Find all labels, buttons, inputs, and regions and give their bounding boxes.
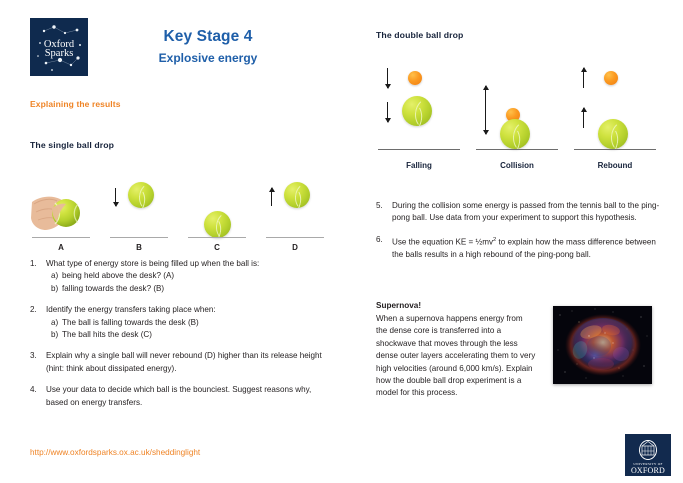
oxford-university-logo: UNIVERSITY OF OXFORD	[625, 434, 671, 476]
page-title: Key Stage 4	[163, 28, 253, 45]
sub-letter: a)	[51, 317, 59, 327]
arrow-down-icon	[384, 102, 391, 123]
arrow-down-icon	[384, 68, 391, 89]
supernova-body: When a supernova happens energy from the…	[376, 314, 536, 398]
tennis-ball	[598, 119, 628, 149]
single-stage-a: A	[28, 160, 94, 252]
question-item: 3. Explain why a single ball will never …	[30, 350, 330, 375]
single-stage-b: B	[106, 160, 172, 252]
single-stage-label-a: A	[58, 243, 64, 252]
question-number: 1.	[30, 259, 37, 268]
question-text: What type of energy store is being fille…	[46, 259, 260, 268]
question-item: 6. Use the equation KE = ½mv2 to explain…	[376, 234, 666, 262]
question-sub: a)The ball is falling towards the desk (…	[46, 317, 330, 329]
question-number: 5.	[376, 201, 383, 210]
double-stage-collision: Collision	[474, 48, 560, 170]
tennis-ball	[128, 182, 154, 208]
question-number: 2.	[30, 305, 37, 315]
desk-line-d	[266, 237, 324, 238]
question-item: 1. What type of energy store is being fi…	[30, 258, 330, 295]
question-text-after: to explain how the mass difference betwe…	[392, 237, 656, 259]
questions-list-left: 1. What type of energy store is being fi…	[30, 258, 330, 418]
sub-text: The ball is falling towards the desk (B)	[62, 317, 199, 327]
question-item: 5. During the collision some energy is p…	[376, 200, 666, 225]
arrow-up-icon	[580, 107, 587, 128]
section-label-explaining-results: Explaining the results	[30, 99, 121, 109]
tennis-ball	[284, 182, 310, 208]
question-text: During the collision some energy is pass…	[392, 201, 660, 223]
desk-line-collision	[476, 149, 558, 150]
desk-line-rebound	[574, 149, 656, 150]
question-text: Explain why a single ball will never reb…	[46, 351, 322, 373]
ping-pong-ball	[408, 71, 422, 85]
single-stage-label-b: B	[136, 243, 142, 252]
sub-letter: b)	[51, 283, 59, 293]
question-text-before: Use the equation KE = ½mv	[392, 237, 494, 247]
question-sub: a)being held above the desk? (A)	[46, 270, 330, 282]
question-number: 3.	[30, 351, 37, 361]
arrow-down-icon	[112, 188, 119, 207]
arrow-up-icon	[580, 67, 587, 88]
tennis-ball	[402, 96, 432, 126]
sub-text: The ball hits the desk (C)	[62, 330, 152, 340]
arrow-up-icon	[268, 187, 275, 206]
single-stage-c: C	[184, 160, 250, 252]
arrow-double-headed-icon	[482, 85, 489, 135]
single-ball-drop-diagram: A B C D	[28, 160, 328, 252]
equation-exponent: 2	[493, 236, 497, 243]
single-stage-d: D	[262, 160, 328, 252]
footer-url-link[interactable]: http://www.oxfordsparks.ox.ac.uk/sheddin…	[30, 448, 201, 457]
question-text: Identify the energy transfers taking pla…	[46, 305, 216, 315]
question-sub: b)The ball hits the desk (C)	[46, 329, 330, 341]
double-stage-falling: Falling	[376, 48, 462, 170]
supernova-remnant-image	[553, 306, 652, 384]
question-text: Use your data to decide which ball is th…	[46, 385, 312, 407]
desk-line-b	[110, 237, 168, 238]
double-stage-label-collision: Collision	[500, 161, 534, 170]
oxford-sparks-logo: Oxford Sparks	[30, 18, 88, 76]
supernova-title: Supernova!	[376, 301, 422, 310]
page-subtitle: Explosive energy	[158, 50, 258, 65]
svg-text:UNIVERSITY OF: UNIVERSITY OF	[633, 462, 662, 466]
desk-line-c	[188, 237, 246, 238]
svg-text:Oxford: Oxford	[44, 39, 75, 50]
svg-text:OXFORD: OXFORD	[631, 466, 665, 475]
question-number: 6.	[376, 234, 383, 244]
heading-double-ball-drop: The double ball drop	[376, 30, 464, 40]
desk-line-a	[32, 237, 90, 238]
single-stage-label-d: D	[292, 243, 298, 252]
question-number: 4.	[30, 385, 37, 395]
hand-holding-ball-icon	[30, 192, 92, 236]
sub-letter: b)	[51, 330, 59, 340]
sub-text: being held above the desk? (A)	[62, 271, 175, 281]
question-sub: b)falling towards the desk? (B)	[46, 283, 330, 295]
sub-text: falling towards the desk? (B)	[62, 283, 165, 293]
page-title-block: Key Stage 4 Explosive energy	[118, 28, 298, 65]
sub-letter: a)	[51, 271, 59, 281]
question-item: 4. Use your data to decide which ball is…	[30, 384, 330, 409]
desk-line-falling	[378, 149, 460, 150]
ping-pong-ball	[604, 71, 618, 85]
questions-list-right: 5. During the collision some energy is p…	[376, 200, 666, 270]
tennis-ball	[500, 119, 530, 149]
double-stage-label-rebound: Rebound	[597, 161, 633, 170]
double-stage-label-falling: Falling	[406, 161, 432, 170]
double-stage-rebound: Rebound	[572, 48, 658, 170]
double-ball-drop-diagram: Falling Collision Rebound	[376, 48, 666, 170]
svg-text:Sparks: Sparks	[45, 48, 74, 59]
question-item: 2. Identify the energy transfers taking …	[30, 304, 330, 341]
tennis-ball	[204, 211, 231, 238]
heading-single-ball-drop: The single ball drop	[30, 140, 115, 150]
single-stage-label-c: C	[214, 243, 220, 252]
